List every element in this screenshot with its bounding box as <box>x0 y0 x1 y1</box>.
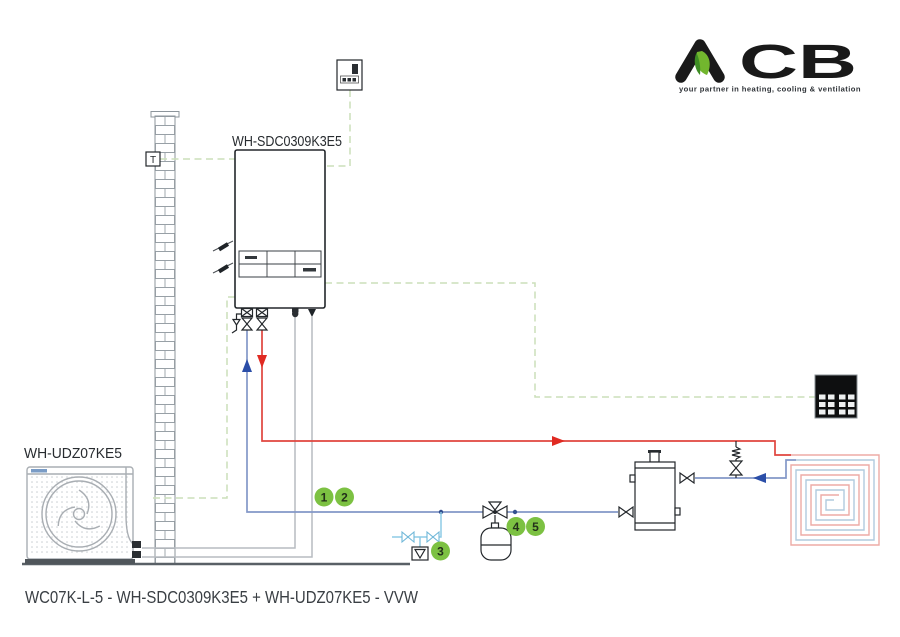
outdoor-unit <box>25 466 141 564</box>
terminal-cell <box>828 394 835 400</box>
floor-heating-coil <box>790 454 880 546</box>
logo-tagline: your partner in heating, cooling & venti… <box>679 85 861 94</box>
sensor-label: T <box>150 155 156 166</box>
drain-valve <box>231 313 242 334</box>
spare-port <box>629 474 636 483</box>
outdoor-temp-sensor: T <box>145 151 161 167</box>
terminal-cell <box>839 394 846 400</box>
indoor-unit <box>231 149 326 334</box>
controller-display <box>352 64 358 74</box>
caption: WC07K-L-5 - WH-SDC0309K3E5 + WH-UDZ07KE5… <box>25 587 418 607</box>
water-connections <box>231 307 316 334</box>
tank-inlet-valve <box>618 505 634 519</box>
wiring-center-wire <box>325 282 815 398</box>
unit-base <box>25 559 135 564</box>
spring-icon <box>731 446 742 460</box>
heating-flow-pipe <box>257 330 791 456</box>
terminal-cell <box>848 394 855 400</box>
heating-return-pipe <box>242 330 796 515</box>
logo-text: CB <box>739 36 857 89</box>
outdoor-unit-label: WH-UDZ07KE5 <box>24 446 122 462</box>
callout-1-number: 1 <box>321 490 328 504</box>
buffer-tank <box>618 450 695 531</box>
return-arrow-left <box>753 473 766 483</box>
gas-port-nut <box>292 310 299 318</box>
safety-bypass-valve <box>728 441 744 478</box>
expansion-vessel <box>480 522 512 561</box>
outdoor-unit-wire <box>150 296 235 499</box>
callout-4: 4 <box>506 517 526 536</box>
terminal-cell <box>819 409 826 415</box>
spare-port <box>674 507 681 516</box>
leaf-icon-dark <box>694 53 701 75</box>
terminal-cell <box>819 394 826 400</box>
fan-icon <box>41 476 117 552</box>
service-valve-flow <box>255 307 269 331</box>
control-panel <box>238 250 322 278</box>
tank-outlet-valve <box>679 471 695 485</box>
gas-port <box>292 308 299 313</box>
logo-a-chevron <box>675 39 725 83</box>
acb-logo: CB your partner in heating, cooling & ve… <box>675 36 861 94</box>
room-controller <box>336 59 363 91</box>
terminal-cell <box>828 409 835 415</box>
filter-funnel-icon <box>413 548 427 560</box>
callout-1: 1 <box>314 487 334 507</box>
callout-4-number: 4 <box>513 520 520 534</box>
callout-5-number: 5 <box>532 520 539 534</box>
flow-arrow-right <box>552 436 565 446</box>
terminal-cell <box>848 402 855 407</box>
refrigerant-port-a <box>132 541 141 548</box>
refrigerant-pipes <box>142 317 313 558</box>
pipe-junction <box>512 509 518 515</box>
terminal-cell <box>839 402 846 407</box>
callout-2-number: 2 <box>341 490 348 504</box>
fill-shutoff-valves <box>401 530 440 544</box>
brick-wall <box>150 111 180 565</box>
wall-column <box>154 115 176 565</box>
flow-arrow-down <box>257 355 267 368</box>
control-wiring <box>150 90 815 499</box>
brand-sticker <box>31 469 47 473</box>
terminal-cell <box>839 409 846 415</box>
callout-5: 5 <box>526 517 545 536</box>
callout-3: 3 <box>431 541 450 561</box>
wiring-center <box>814 374 858 419</box>
terminal-cell <box>828 402 835 407</box>
indoor-unit-label: WH-SDC0309K3E5 <box>232 134 342 150</box>
cable-slash-marks <box>212 240 234 274</box>
fill-branch <box>392 512 442 561</box>
liquid-port <box>308 309 316 317</box>
controller-wire <box>325 90 351 167</box>
callout-2: 2 <box>335 487 354 507</box>
terminal-cell <box>819 402 826 407</box>
service-valve-return <box>240 307 254 331</box>
terminal-cells <box>819 394 855 415</box>
three-way-valve <box>482 501 508 523</box>
return-arrow-up <box>242 359 252 372</box>
callout-3-number: 3 <box>437 544 444 558</box>
terminal-cell <box>848 409 855 415</box>
refrigerant-port-b <box>132 551 141 558</box>
